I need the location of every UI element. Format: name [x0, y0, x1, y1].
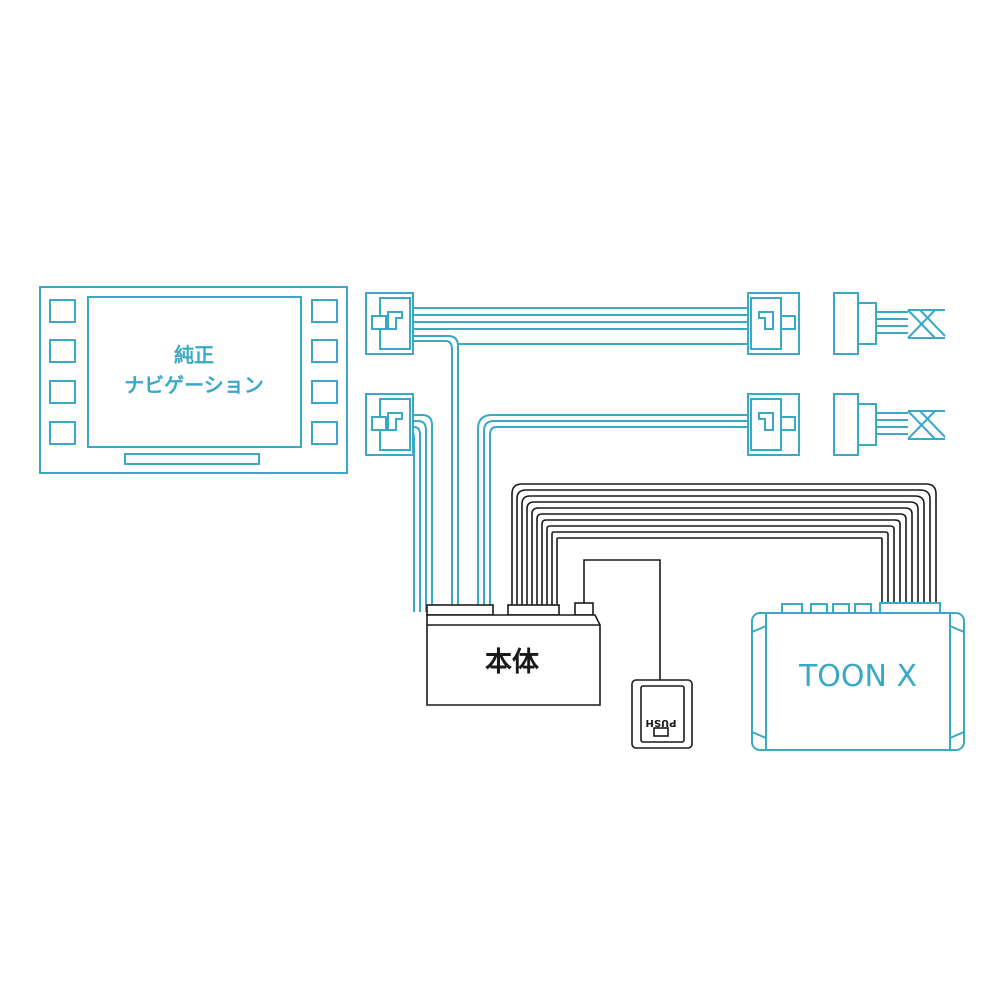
navi-label-line1: 純正	[174, 343, 214, 367]
push-switch	[631, 679, 693, 749]
push-switch-wire	[583, 559, 661, 680]
navi-left-button-3	[49, 380, 76, 404]
toon-x-port-4	[854, 603, 872, 614]
black-harness	[511, 483, 937, 609]
navi-left-button-4	[49, 421, 76, 445]
left-connector-bottom	[365, 393, 414, 456]
main-unit-port-1	[426, 604, 494, 616]
main-unit-label: 本体	[485, 647, 540, 678]
navi-left-button-2	[49, 339, 76, 363]
main-unit-port-3	[574, 602, 594, 616]
navi-bottom-slot	[124, 453, 260, 465]
oem-navigation-display	[39, 286, 348, 474]
navi-outer-frame	[39, 286, 348, 474]
main-unit	[426, 602, 601, 706]
push-switch-label: PUSH	[645, 717, 676, 728]
vehicle-connector-bottom	[833, 393, 946, 456]
vehicle-connector-top	[833, 292, 946, 355]
navi-right-button-2	[311, 339, 338, 363]
navi-label-line2: ナビゲーション	[124, 373, 264, 397]
toon-x-port-2	[810, 603, 828, 614]
push-switch-led	[653, 727, 669, 737]
navi-right-button-1	[311, 299, 338, 323]
toon-x-port-1	[781, 603, 803, 614]
middle-connector-top	[747, 292, 800, 355]
toon-x-port-3	[832, 603, 850, 614]
left-connector-top	[365, 292, 414, 355]
cyan-harness-bottom	[412, 414, 748, 612]
navi-screen	[87, 296, 302, 448]
middle-connector-bottom	[747, 393, 800, 456]
main-unit-body	[426, 614, 601, 706]
toon-x-face	[765, 612, 951, 751]
navi-right-button-4	[311, 421, 338, 445]
navi-left-button-1	[49, 299, 76, 323]
toon-x-unit	[751, 602, 965, 751]
toon-x-port-main	[879, 602, 941, 614]
navi-right-button-3	[311, 380, 338, 404]
main-unit-port-2	[507, 604, 560, 616]
toon-x-label: TOON X	[798, 659, 917, 694]
cyan-harness-top	[413, 307, 748, 612]
push-switch-face	[640, 685, 685, 743]
